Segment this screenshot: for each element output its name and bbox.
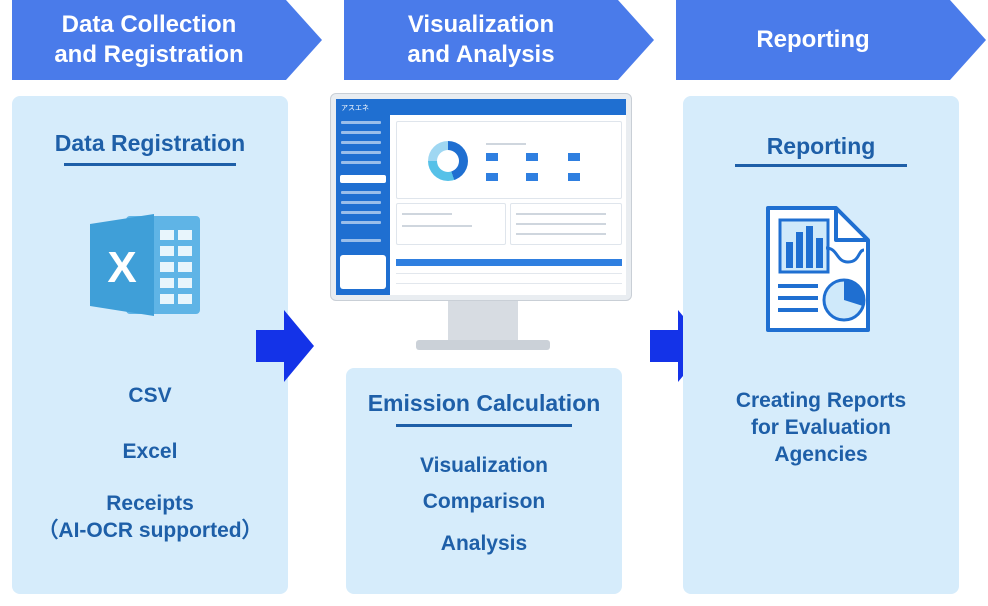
- arrow-right-icon: [650, 310, 708, 382]
- screen-cloud-icon: [486, 173, 498, 181]
- step-visualization-label: Visualization and Analysis: [407, 11, 555, 68]
- screen-donut-chart: [428, 141, 468, 181]
- reports-line-3: Agencies: [774, 443, 868, 466]
- dashboard-screen: アスエネ: [336, 99, 626, 295]
- data-registration-heading: Data Registration: [54, 130, 246, 156]
- screen-text-line: [486, 143, 526, 145]
- screen-cloud-icon: [486, 153, 498, 161]
- screen-nav-line: [341, 141, 381, 144]
- emission-calculation-panel: [346, 368, 622, 594]
- screen-cloud-icon: [526, 173, 538, 181]
- excel-icon: X: [90, 214, 200, 316]
- screen-table-header: [396, 259, 622, 266]
- arrow-right-icon: [256, 310, 314, 382]
- screen-metric-card: [396, 203, 506, 245]
- screen-nav-line: [341, 191, 381, 194]
- reports-line-2: for Evaluation: [750, 416, 892, 439]
- excel-item: Excel: [122, 440, 178, 463]
- emission-calculation-heading: Emission Calculation: [367, 390, 601, 416]
- analysis-item: Analysis: [440, 532, 528, 555]
- step-reporting-label: Reporting: [756, 26, 870, 53]
- step-data-collection: Data Collection and Registration: [12, 0, 322, 80]
- screen-cloud-icon: [568, 173, 580, 181]
- screen-text-line: [402, 213, 452, 215]
- data-registration-panel: [12, 96, 288, 594]
- screen-nav-line: [341, 201, 381, 204]
- screen-sidebar: アスエネ: [336, 99, 390, 295]
- screen-table-row: [396, 283, 622, 284]
- screen-cloud-icon: [568, 153, 580, 161]
- screen-text-line: [516, 233, 606, 235]
- screen-nav-line: [341, 221, 381, 224]
- step-data-collection-label: Data Collection and Registration: [54, 11, 244, 68]
- csv-item: CSV: [128, 384, 172, 407]
- screen-nav-active: [340, 175, 386, 183]
- screen-nav-line: [341, 239, 381, 242]
- emission-calculation-underline: [396, 424, 572, 427]
- screen-logo: アスエネ: [341, 104, 369, 112]
- monitor-base: [416, 340, 550, 350]
- screen-nav-line: [341, 131, 381, 134]
- screen-nav-line: [341, 161, 381, 164]
- screen-text-line: [516, 223, 606, 225]
- receipts-item: Receipts: [106, 492, 194, 515]
- screen-side-box: [340, 255, 386, 289]
- monitor-stand: [448, 301, 518, 343]
- comparison-item: Comparison: [422, 490, 546, 513]
- screen-table-row: [396, 273, 622, 274]
- reports-line-1: Creating Reports: [735, 389, 907, 412]
- screen-text-line: [402, 225, 472, 227]
- reporting-panel: [683, 96, 959, 594]
- screen-nav-line: [341, 151, 381, 154]
- step-visualization: Visualization and Analysis: [344, 0, 654, 80]
- screen-cloud-icon: [526, 153, 538, 161]
- svg-text:X: X: [107, 243, 136, 292]
- screen-nav-line: [341, 211, 381, 214]
- data-registration-underline: [64, 163, 236, 166]
- screen-nav-line: [341, 121, 381, 124]
- screen-text-line: [516, 213, 606, 215]
- report-document-icon: [766, 206, 870, 332]
- screen-topbar: [390, 99, 626, 115]
- step-reporting: Reporting: [676, 0, 986, 80]
- reporting-underline: [735, 164, 907, 167]
- visualization-item: Visualization: [420, 454, 548, 477]
- ai-ocr-item: （AI-OCR supported）: [37, 519, 263, 542]
- reporting-heading: Reporting: [766, 133, 876, 159]
